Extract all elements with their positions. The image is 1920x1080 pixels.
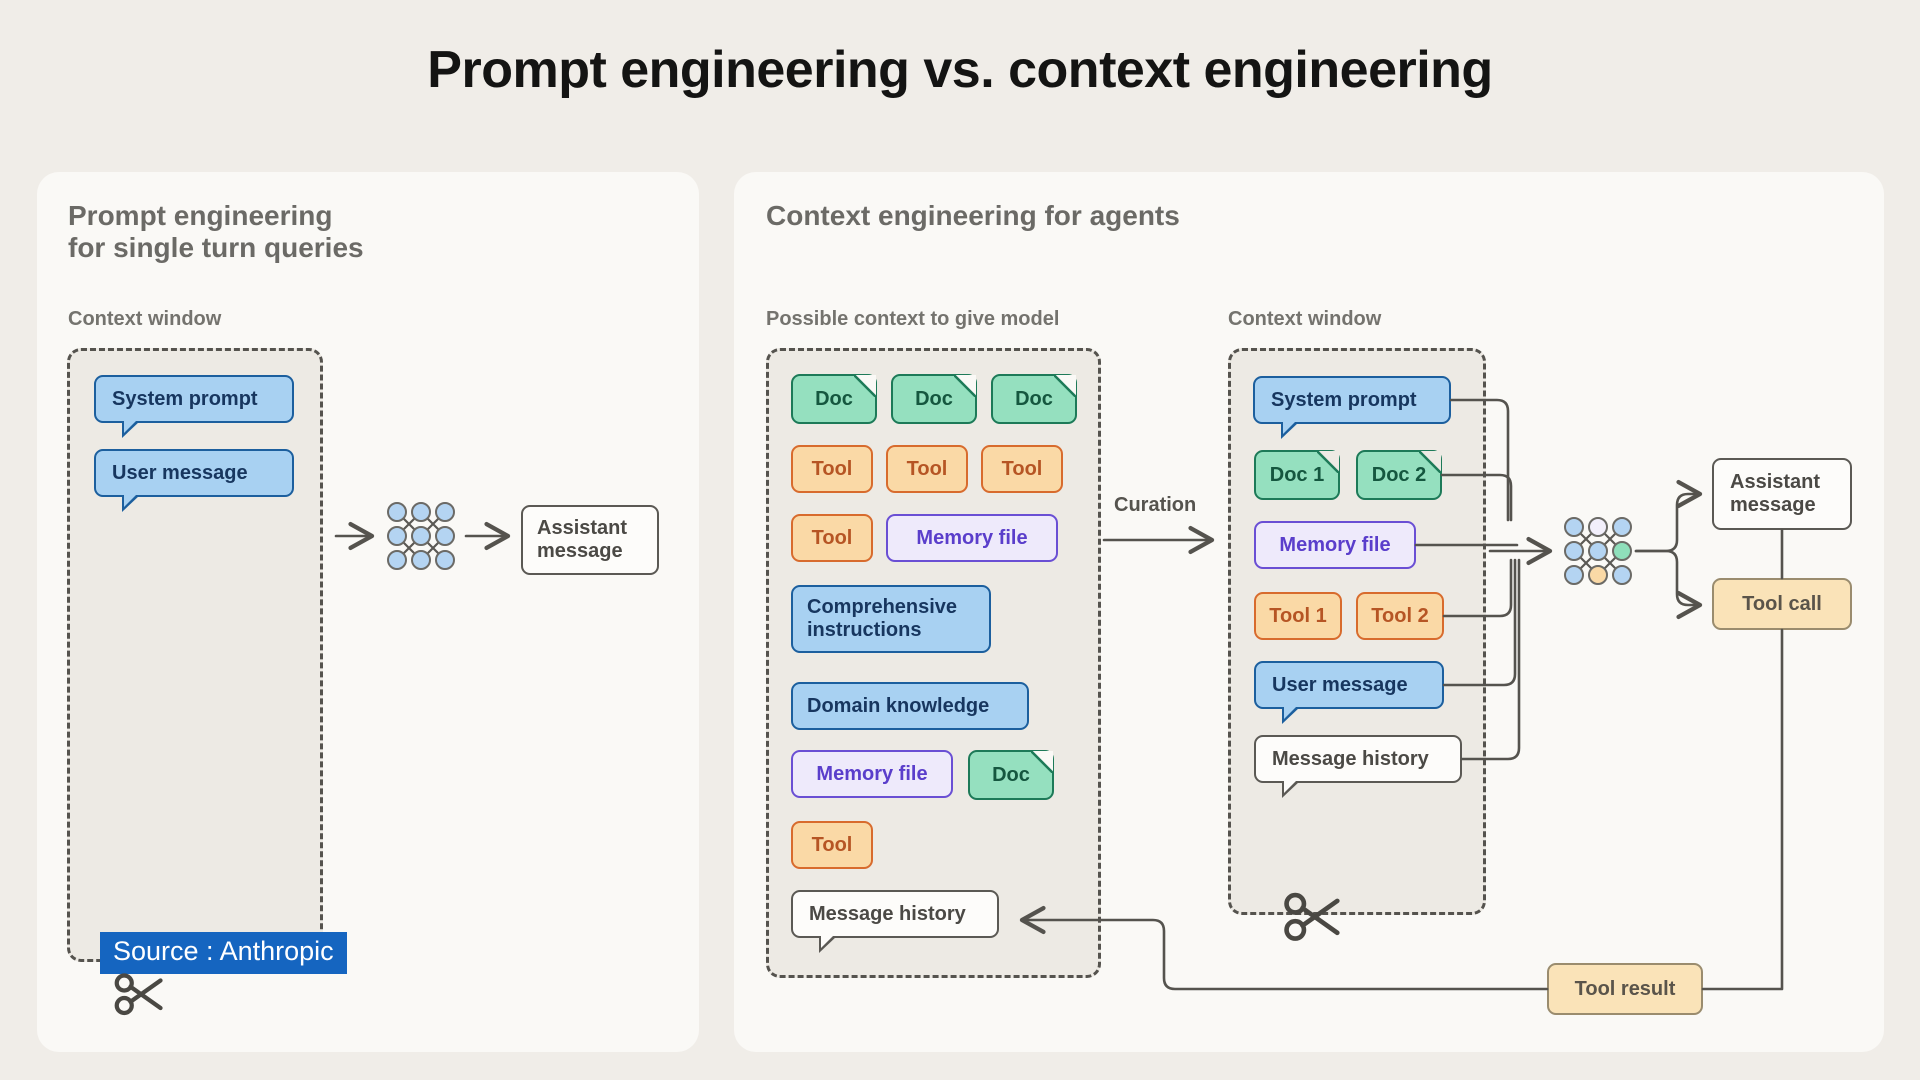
source-badge: Source : Anthropic	[100, 932, 347, 974]
possible-context-label: Possible context to give model	[766, 308, 1060, 330]
memory-file-card[interactable]: Memory file	[1254, 521, 1416, 569]
chip-label: System prompt	[1271, 388, 1417, 411]
chip-label: User message	[1272, 673, 1408, 696]
doc-card[interactable]: Doc	[968, 750, 1054, 800]
neural-network-icon	[1562, 515, 1634, 592]
tool-card[interactable]: Tool	[791, 821, 873, 869]
memory-file-card[interactable]: Memory file	[791, 750, 953, 798]
doc-1-card[interactable]: Doc 1	[1254, 450, 1340, 500]
bubble-tail-inner	[124, 420, 137, 433]
bubble-tail-inner	[1284, 706, 1297, 719]
page-title: Prompt engineering vs. context engineeri…	[427, 41, 1493, 99]
bubble-label: Message history	[809, 902, 966, 925]
domain-knowledge-card[interactable]: Domain knowledge	[791, 682, 1029, 730]
box-tool-call[interactable]: Tool call	[1712, 578, 1852, 630]
doc-fold-icon	[1317, 451, 1339, 473]
doc-fold-icon	[1419, 451, 1441, 473]
tool-card[interactable]: Tool	[981, 445, 1063, 493]
chip-user-message[interactable]: User message	[94, 449, 294, 512]
chip-system-prompt[interactable]: System prompt	[94, 375, 294, 438]
right-panel-title: Context engineering for agents	[766, 200, 1180, 231]
chip-label: System prompt	[112, 387, 258, 410]
chip-system-prompt[interactable]: System prompt	[1253, 376, 1451, 439]
chip-user-message[interactable]: User message	[1254, 661, 1444, 724]
doc-label: Doc	[915, 387, 953, 410]
doc-card[interactable]: Doc	[791, 374, 877, 424]
left-context-window-label: Context window	[68, 308, 222, 330]
doc-fold-icon	[854, 375, 876, 397]
bubble-tail-inner	[1284, 780, 1297, 793]
doc-label: Doc	[992, 763, 1030, 786]
comprehensive-instructions-card[interactable]: Comprehensive instructions	[791, 585, 991, 653]
box-tool-result[interactable]: Tool result	[1547, 963, 1703, 1015]
doc-label: Doc 1	[1269, 463, 1325, 486]
doc-label: Doc 2	[1371, 463, 1427, 486]
tool-card[interactable]: Tool	[791, 514, 873, 562]
bubble-tail-inner	[821, 935, 834, 948]
tool-card[interactable]: Tool	[791, 445, 873, 493]
doc-label: Doc	[1015, 387, 1053, 410]
message-history-bubble[interactable]: Message history	[1254, 735, 1462, 798]
bubble-tail-inner	[1283, 421, 1296, 434]
left-context-window	[67, 348, 323, 962]
tool-card[interactable]: Tool	[886, 445, 968, 493]
doc-fold-icon	[1031, 751, 1053, 773]
chip-label: User message	[112, 461, 248, 484]
doc-card[interactable]: Doc	[891, 374, 977, 424]
doc-2-card[interactable]: Doc 2	[1356, 450, 1442, 500]
doc-card[interactable]: Doc	[991, 374, 1077, 424]
possible-context-window	[766, 348, 1101, 978]
doc-fold-icon	[954, 375, 976, 397]
message-history-bubble[interactable]: Message history	[791, 890, 999, 953]
curation-label: Curation	[1114, 494, 1197, 516]
neural-network-icon	[385, 500, 457, 577]
memory-file-card[interactable]: Memory file	[886, 514, 1058, 562]
doc-fold-icon	[1054, 375, 1076, 397]
box-assistant-message[interactable]: Assistant message	[521, 505, 659, 575]
tool-2-card[interactable]: Tool 2	[1356, 592, 1444, 640]
bubble-tail-inner	[124, 494, 137, 507]
left-panel-title: Prompt engineering for single turn queri…	[68, 200, 364, 263]
tool-1-card[interactable]: Tool 1	[1254, 592, 1342, 640]
box-assistant-message[interactable]: Assistant message	[1712, 458, 1852, 530]
doc-label: Doc	[815, 387, 853, 410]
bubble-label: Message history	[1272, 747, 1429, 770]
right-context-window-label: Context window	[1228, 308, 1382, 330]
